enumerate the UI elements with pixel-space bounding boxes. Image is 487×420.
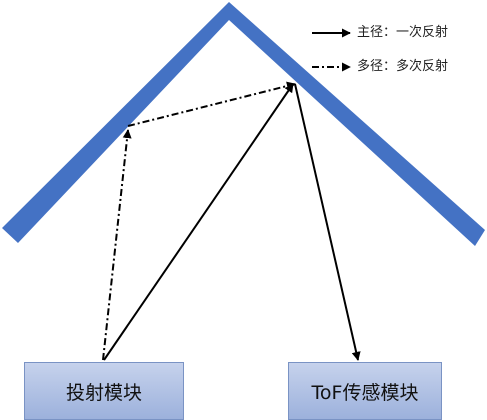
direct-path-return	[294, 83, 361, 361]
direct-path-emit	[103, 83, 294, 361]
legend-multipath-label: 多径：多次反射	[357, 59, 449, 74]
projector-module-box: 投射模块	[24, 362, 184, 420]
tof-sensor-module-label: ToF传感模块	[311, 381, 419, 404]
projector-module-label: 投射模块	[65, 381, 142, 404]
multipath-segment-across	[127, 81, 296, 127]
multipath-segment-up	[102, 129, 132, 361]
tof-sensor-module-box: ToF传感模块	[288, 362, 442, 420]
legend-direct-path-label: 主径：一次反射	[357, 25, 449, 40]
